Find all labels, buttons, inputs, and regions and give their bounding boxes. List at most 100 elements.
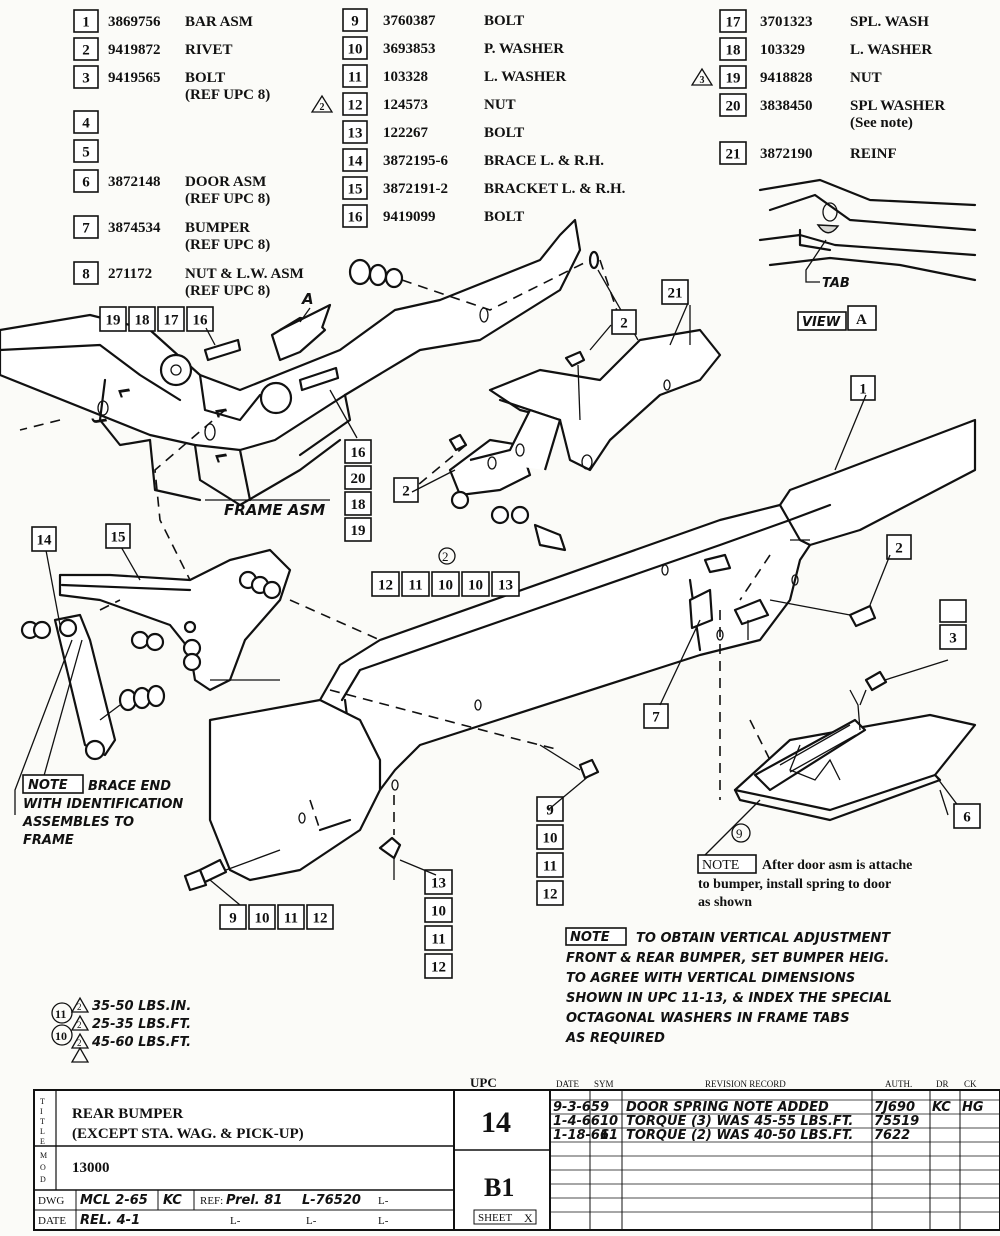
- note-adjust-tag: NOTE: [570, 930, 610, 945]
- title-line-1: REAR BUMPER: [72, 1106, 183, 1122]
- part-code: 271172: [108, 266, 152, 282]
- svg-text:T: T: [40, 1117, 45, 1126]
- part-number-box-text: 11: [348, 69, 362, 85]
- part-desc: BRACKET L. & R.H.: [484, 181, 626, 197]
- part-code: 103328: [383, 69, 428, 85]
- part-number-box-text: 19: [726, 70, 741, 86]
- title-line-2: (EXCEPT STA. WAG. & PICK-UP): [72, 1126, 304, 1142]
- torque-value-1: 35-50 LBS.IN.: [92, 999, 191, 1014]
- part-desc: NUT: [484, 97, 516, 113]
- part-number-box-text: 7: [82, 220, 90, 236]
- door-assembly: [704, 610, 977, 856]
- part-number-box: 19: [719, 65, 747, 89]
- revision-triangle: 2: [310, 94, 334, 113]
- part-desc: BOLT: [484, 209, 524, 225]
- part-number-box: 6: [73, 169, 99, 193]
- label-9-text: 9: [229, 910, 237, 926]
- part-number-box-text: 2: [82, 42, 90, 58]
- part-number-box: 10: [342, 36, 368, 60]
- part-number-box: 11: [342, 64, 368, 88]
- label-16-text: 16: [193, 312, 209, 328]
- revision-cell: 1-4-66: [553, 1114, 600, 1129]
- label-2-text: 2: [895, 540, 903, 556]
- part-number-box-text: 21: [726, 146, 741, 162]
- part-row: 4: [73, 110, 99, 134]
- label-6-text: 6: [963, 809, 971, 825]
- circle-2: 2: [442, 549, 449, 564]
- label-11-text: 11: [543, 858, 557, 874]
- revision-cell: TORQUE (2) WAS 40-50 LBS.FT.: [626, 1128, 853, 1143]
- mod-side-label: M: [40, 1151, 47, 1160]
- part-number-box: 7: [73, 215, 99, 239]
- part-desc: SPL. WASH: [850, 14, 929, 30]
- label-11: 11: [536, 852, 564, 878]
- revision-cell: 11: [600, 1128, 618, 1143]
- view-a-detail: TAB VIEW A: [758, 178, 977, 331]
- torque-circle-3: 10: [55, 1029, 67, 1043]
- part-number-box-text: 15: [348, 181, 363, 197]
- svg-text:E: E: [40, 1137, 45, 1146]
- rev-header: SYM: [594, 1079, 614, 1089]
- l-blank-1: L-: [378, 1195, 389, 1207]
- note-door-line-1: After door asm is attache: [762, 858, 912, 873]
- part-code: 3701323: [760, 14, 813, 30]
- part-desc: REINF: [850, 146, 897, 162]
- label-19-text: 19: [106, 312, 121, 328]
- revision-cell: DOOR SPRING NOTE ADDED: [626, 1100, 829, 1115]
- label-2-text: 2: [402, 483, 410, 499]
- label-17-text: 17: [164, 312, 180, 328]
- part-number-box: 14: [342, 148, 368, 172]
- label-15: 15: [105, 523, 131, 549]
- torque-value-2: 25-35 LBS.FT.: [92, 1017, 191, 1032]
- label-10: 10: [536, 824, 564, 850]
- note-brace-line-4: FRAME: [23, 833, 74, 848]
- label-18-text: 18: [351, 497, 366, 513]
- label-11: 11: [277, 904, 305, 930]
- part-desc: L. WASHER: [850, 42, 932, 58]
- label-10-text: 10: [255, 910, 270, 926]
- part-number-box: 2: [73, 37, 99, 61]
- part-number-box: 17: [719, 9, 747, 33]
- frame-assembly: L L L J A FRAME ASM: [0, 218, 601, 601]
- revision-cell: 7622: [874, 1128, 910, 1143]
- note-door-line-3: as shown: [698, 895, 752, 910]
- label-12-text: 12: [378, 577, 393, 593]
- label-11-text: 11: [408, 577, 422, 593]
- note-adjust-line-3: TO AGREE WITH VERTICAL DIMENSIONS: [566, 971, 855, 986]
- part-row: 5: [73, 139, 99, 163]
- part-number-box: 12: [342, 92, 368, 116]
- part-sub: (REF UPC 8): [185, 237, 270, 253]
- part-number-box-text: 8: [82, 266, 90, 282]
- label-20-text: 20: [351, 471, 366, 487]
- label-10-text: 10: [431, 903, 446, 919]
- label-12-text: 12: [543, 886, 558, 902]
- part-desc: BOLT: [484, 13, 524, 29]
- part-desc: BRACE L. & R.H.: [484, 153, 604, 169]
- note-adjust-line-2: FRONT & REAR BUMPER, SET BUMPER HEIG.: [566, 951, 889, 966]
- bar-assembly: [183, 418, 977, 892]
- date-label: DATE: [38, 1215, 66, 1227]
- svg-text:D: D: [40, 1175, 46, 1184]
- part-sub: (REF UPC 8): [185, 191, 270, 207]
- label-13: 13: [424, 869, 453, 895]
- label-12: 12: [306, 904, 334, 930]
- bracket-brace: [14, 544, 381, 815]
- rev-header: AUTH.: [885, 1079, 912, 1089]
- part-desc: SPL WASHER: [850, 98, 945, 114]
- label-11-text: 11: [431, 931, 445, 947]
- label-2: 2: [886, 534, 912, 560]
- part-code: 9419872: [108, 42, 161, 58]
- note-adjust-line-4: SHOWN IN UPC 11-13, & INDEX THE SPECIAL: [566, 991, 892, 1006]
- label-12: 12: [424, 953, 453, 979]
- part-sub: (See note): [850, 115, 913, 131]
- view-label: VIEW: [802, 315, 841, 330]
- label-11: 11: [424, 925, 453, 951]
- part-number-box: 20: [719, 93, 747, 117]
